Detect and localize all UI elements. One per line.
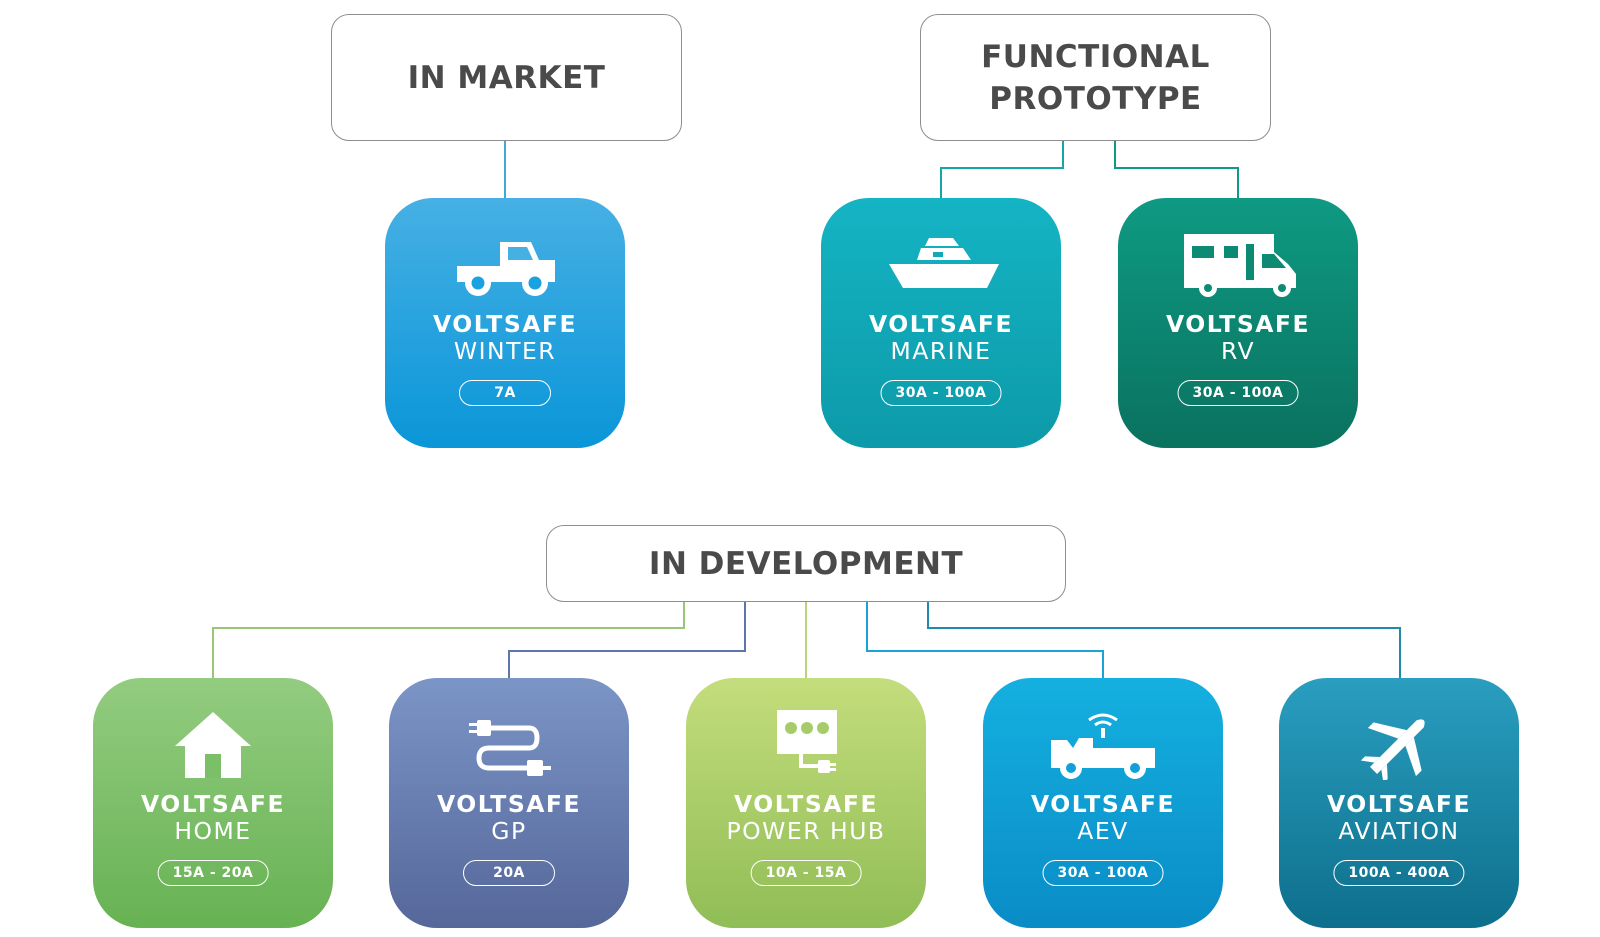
connector-prototype-rv — [1114, 141, 1239, 198]
product-model: MARINE — [890, 337, 992, 365]
functional-prototype-label-line2: PROTOTYPE — [989, 80, 1202, 117]
rv-camper-icon — [1178, 230, 1298, 300]
functional-prototype-box: FUNCTIONAL PROTOTYPE — [920, 14, 1271, 141]
product-card-home: VOLTSAFE HOME 15A - 20A — [93, 678, 333, 928]
product-model: RV — [1220, 337, 1256, 365]
product-card-aev: VOLTSAFE AEV 30A - 100A — [983, 678, 1223, 928]
product-model: POWER HUB — [726, 817, 886, 845]
product-brand: VOLTSAFE — [1030, 790, 1176, 818]
connector-development-gp — [508, 602, 746, 678]
in-development-label: IN DEVELOPMENT — [648, 545, 964, 582]
rating-badge: 30A - 100A — [1177, 380, 1299, 406]
product-brand: VOLTSAFE — [1326, 790, 1472, 818]
product-card-powerhub: VOLTSAFE POWER HUB 10A - 15A — [686, 678, 926, 928]
rating-badge: 20A — [463, 860, 555, 886]
rating-badge: 30A - 100A — [880, 380, 1002, 406]
connector-development-home — [212, 602, 685, 678]
product-model: WINTER — [453, 337, 557, 365]
rating-badge: 30A - 100A — [1042, 860, 1164, 886]
in-market-box: IN MARKET — [331, 14, 682, 141]
rating-badge: 100A - 400A — [1333, 860, 1465, 886]
pickup-truck-icon — [445, 230, 565, 300]
product-model: AVIATION — [1338, 817, 1460, 845]
product-card-marine: VOLTSAFE MARINE 30A - 100A — [821, 198, 1061, 448]
product-model: HOME — [174, 817, 252, 845]
rating-badge: 10A - 15A — [750, 860, 862, 886]
in-development-box: IN DEVELOPMENT — [546, 525, 1066, 602]
rating-badge: 15A - 20A — [157, 860, 269, 886]
product-brand: VOLTSAFE — [1165, 310, 1311, 338]
airplane-icon — [1339, 710, 1459, 780]
product-brand: VOLTSAFE — [868, 310, 1014, 338]
product-card-aviation: VOLTSAFE AVIATION 100A - 400A — [1279, 678, 1519, 928]
product-card-gp: VOLTSAFE GP 20A — [389, 678, 629, 928]
product-card-winter: VOLTSAFE WINTER 7A — [385, 198, 625, 448]
product-card-rv: VOLTSAFE RV 30A - 100A — [1118, 198, 1358, 448]
functional-prototype-label-line1: FUNCTIONAL — [981, 38, 1210, 75]
product-brand: VOLTSAFE — [432, 310, 578, 338]
autonomous-vehicle-icon — [1043, 710, 1163, 780]
house-icon — [153, 710, 273, 780]
product-brand: VOLTSAFE — [733, 790, 879, 818]
rating-badge: 7A — [459, 380, 551, 406]
connector-development-aviation — [927, 602, 1401, 678]
in-market-label: IN MARKET — [407, 59, 606, 96]
product-model: AEV — [1077, 817, 1129, 845]
product-brand: VOLTSAFE — [436, 790, 582, 818]
product-model: GP — [491, 817, 527, 845]
connector-prototype-marine — [940, 141, 1064, 198]
connector-development-aev — [866, 602, 1104, 678]
boat-icon — [881, 230, 1001, 300]
product-brand: VOLTSAFE — [140, 790, 286, 818]
extension-cord-icon — [449, 710, 569, 780]
power-hub-icon — [746, 710, 866, 780]
